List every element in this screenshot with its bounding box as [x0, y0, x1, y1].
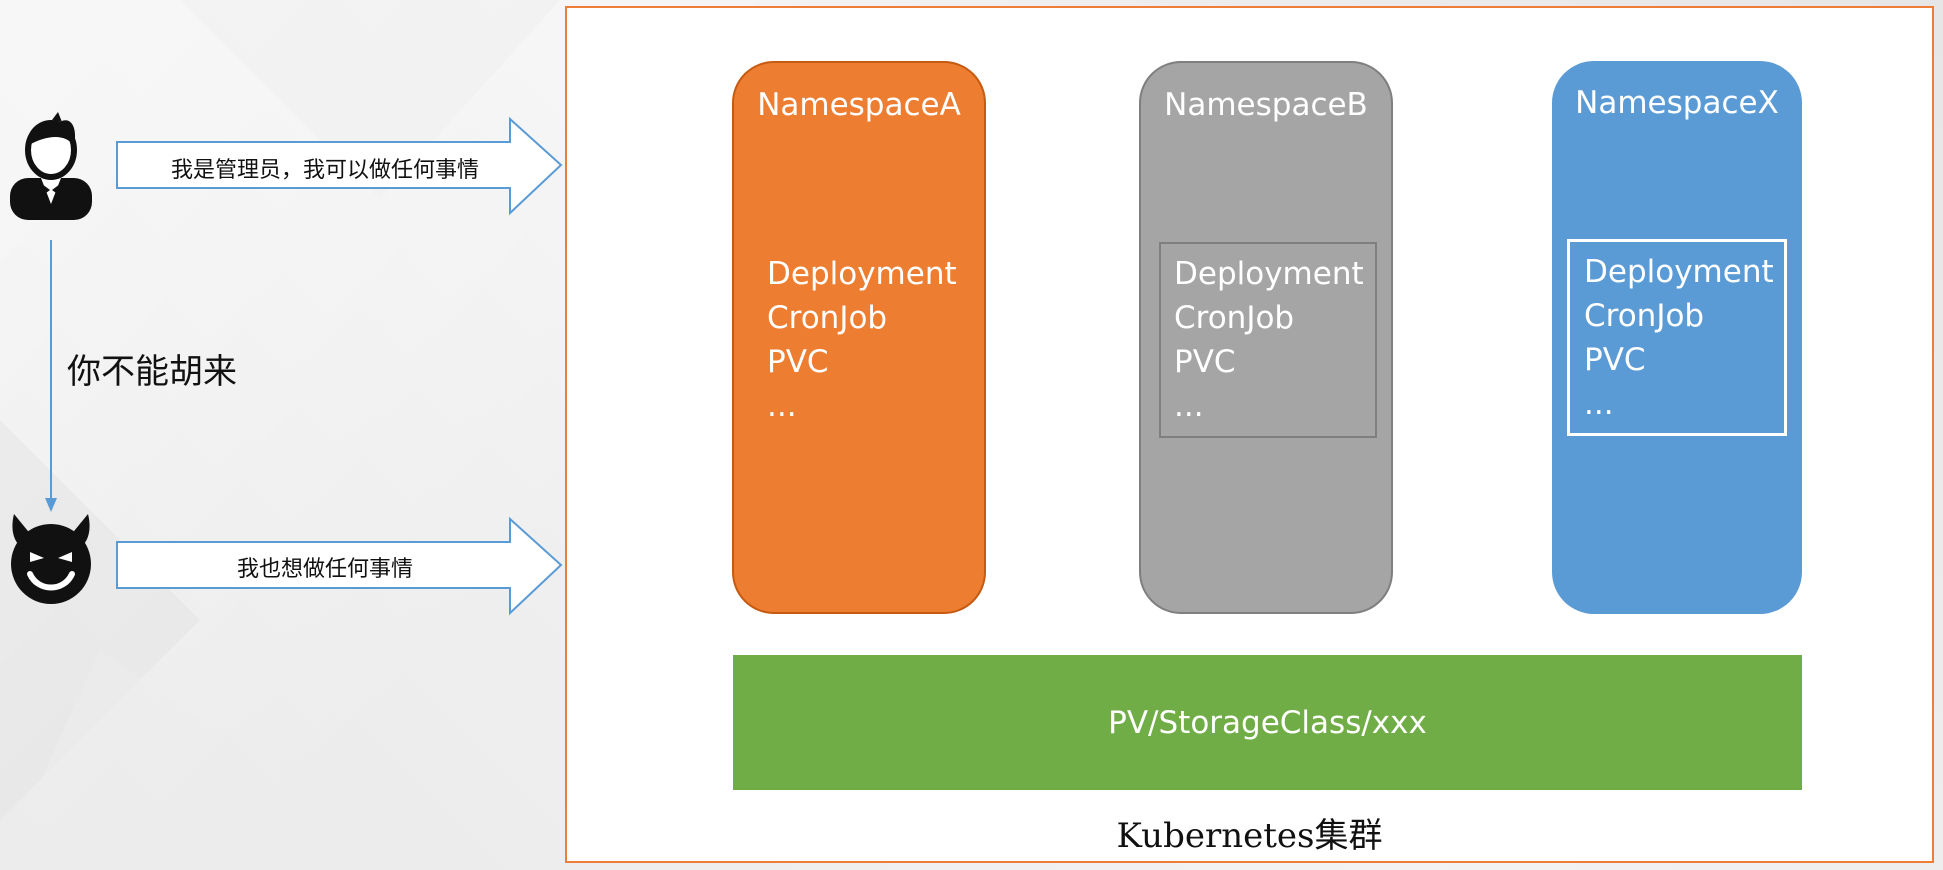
admin-person-icon	[10, 112, 92, 220]
admin-message: 我是管理员，我可以做任何事情	[170, 158, 479, 183]
resource-item: Deployment	[1174, 256, 1364, 292]
namespace-x-card: NamespaceX Deployment CronJob PVC ...	[1552, 61, 1802, 614]
resource-item: CronJob	[1584, 298, 1705, 334]
resource-frame	[1159, 242, 1377, 438]
warning-arrow	[45, 240, 57, 512]
storage-layer: PV/StorageClass/xxx	[733, 655, 1802, 790]
resource-item: ...	[767, 388, 797, 424]
namespace-b-card: NamespaceB Deployment CronJob PVC ...	[1139, 61, 1393, 614]
namespace-title: NamespaceA	[757, 87, 961, 123]
resource-item: PVC	[1584, 342, 1646, 378]
resource-item: PVC	[767, 344, 829, 380]
resource-item: CronJob	[1174, 300, 1295, 336]
resource-item: ...	[1174, 388, 1204, 424]
warning-text: 你不能胡来	[67, 352, 237, 392]
intruder-block-arrow	[116, 517, 563, 616]
resource-item: Deployment	[1584, 254, 1774, 290]
namespace-title: NamespaceX	[1575, 85, 1779, 121]
resource-frame	[1567, 239, 1787, 436]
namespace-resources: Deployment CronJob PVC ...	[767, 252, 957, 428]
resource-item: CronJob	[767, 300, 888, 336]
devil-face-icon	[11, 514, 91, 604]
intruder-message: 我也想做任何事情	[236, 557, 413, 582]
resource-item: PVC	[1174, 344, 1236, 380]
namespace-resources: Deployment CronJob PVC ...	[1584, 250, 1774, 426]
admin-block-arrow	[116, 117, 563, 216]
storage-label: PV/StorageClass/xxx	[1108, 704, 1427, 741]
namespace-resources: Deployment CronJob PVC ...	[1174, 252, 1364, 428]
namespace-title: NamespaceB	[1164, 87, 1368, 123]
resource-item: ...	[1584, 386, 1614, 422]
cluster-label: Kubernetes集群	[1116, 816, 1383, 856]
resource-item: Deployment	[767, 256, 957, 292]
namespace-a-card: NamespaceA Deployment CronJob PVC ...	[732, 61, 986, 614]
